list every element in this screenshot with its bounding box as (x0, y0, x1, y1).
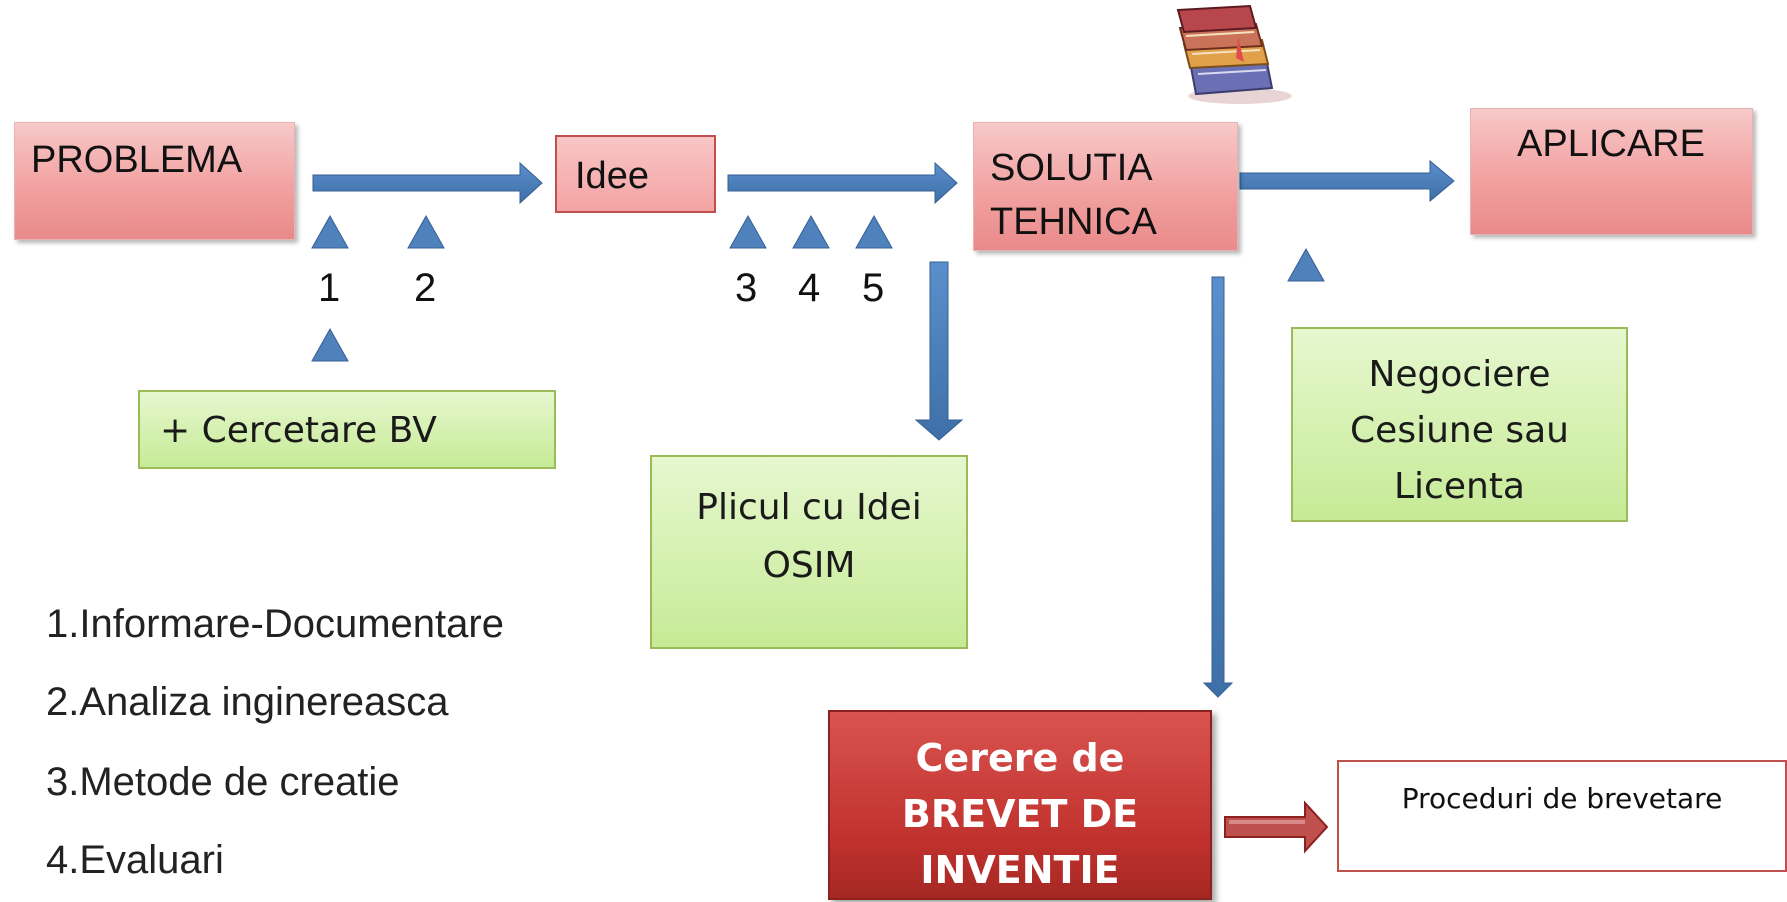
triangle-marker-2 (407, 214, 445, 249)
triangle-marker-cercetare (311, 327, 349, 362)
solutia-tehnica-box: SOLUTIA TEHNICA (973, 122, 1238, 251)
step-number-2: 2 (414, 266, 437, 310)
idee-label: Idee (575, 155, 649, 197)
arrow-problema-to-idee (312, 161, 543, 205)
step-number-3: 3 (735, 266, 758, 310)
negociere-label-line2: Cesiune sau (1350, 410, 1569, 451)
arrow-down-to-plicul (914, 261, 964, 441)
negociere-label-line3: Licenta (1394, 466, 1525, 507)
step-number-4: 4 (798, 266, 821, 310)
arrow-down-to-cerere (1202, 276, 1234, 698)
triangle-marker-negociere (1287, 247, 1325, 282)
arrow-idee-to-solutia (727, 161, 958, 205)
plicul-box: Plicul cu Idei OSIM (650, 455, 968, 649)
triangle-marker-3 (729, 214, 767, 249)
negociere-label-line1: Negociere (1368, 354, 1551, 395)
triangle-marker-4 (792, 214, 830, 249)
arrow-solutia-to-aplicare (1239, 159, 1455, 203)
legend-item-1: 1.Informare-Documentare (46, 602, 504, 646)
idee-box: Idee (555, 135, 716, 213)
plicul-label-line1: Plicul cu Idei (696, 487, 922, 528)
proceduri-box: Proceduri de brevetare (1337, 760, 1787, 872)
cerere-label-line2: BREVET DE (901, 792, 1139, 836)
problema-box: PROBLEMA (14, 122, 295, 240)
solutia-label-line2: TEHNICA (990, 201, 1157, 243)
plicul-label-line2: OSIM (762, 545, 856, 586)
marker-triangles (311, 214, 1325, 362)
legend-item-2: 2.Analiza inginereasca (46, 680, 449, 724)
cerere-label-line3: INVENTIE (920, 848, 1120, 892)
aplicare-label: APLICARE (1517, 123, 1705, 165)
negociere-box: Negociere Cesiune sau Licenta (1291, 327, 1628, 522)
aplicare-box: APLICARE (1470, 108, 1753, 235)
solutia-label-line1: SOLUTIA (990, 147, 1153, 189)
cerere-brevet-box: Cerere de BREVET DE INVENTIE (828, 710, 1212, 900)
proceduri-label: Proceduri de brevetare (1401, 782, 1723, 815)
triangle-marker-5 (855, 214, 893, 249)
cerere-label-line1: Cerere de (915, 736, 1125, 780)
books-icon (1176, 4, 1292, 104)
step-number-1: 1 (318, 266, 341, 310)
step-number-5: 5 (862, 266, 885, 310)
cercetare-box: + Cercetare BV (138, 390, 556, 469)
cercetare-label: + Cercetare BV (160, 410, 437, 451)
arrow-cerere-to-proceduri (1224, 800, 1329, 854)
triangle-marker-1 (311, 214, 349, 249)
legend-item-3: 3.Metode de creatie (46, 760, 400, 804)
legend-item-4: 4.Evaluari (46, 838, 224, 882)
problema-label: PROBLEMA (31, 139, 243, 181)
